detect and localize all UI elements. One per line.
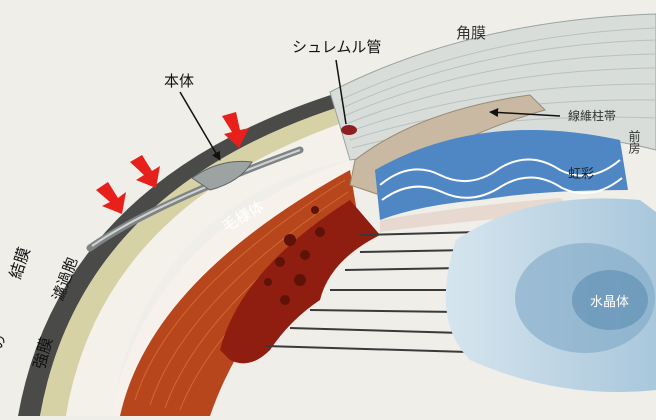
implant-body bbox=[191, 160, 253, 191]
conjunctiva-band bbox=[40, 106, 345, 416]
leader-trabecular bbox=[489, 107, 561, 117]
label-schlemm-canal: シュレムル管 bbox=[292, 38, 381, 56]
label-lens: 水晶体 bbox=[590, 295, 629, 310]
bleb-region bbox=[66, 122, 350, 416]
ciliary-dots bbox=[264, 206, 325, 305]
iris-waves bbox=[379, 158, 623, 201]
schlemm-canal-mark bbox=[341, 125, 357, 135]
red-arrows bbox=[96, 112, 249, 214]
implant-tube-highlight bbox=[91, 149, 301, 247]
red-arrow-2 bbox=[130, 155, 160, 188]
ciliary-body bbox=[120, 170, 360, 416]
iris bbox=[375, 130, 628, 220]
label-cornea: 角膜 bbox=[456, 24, 486, 42]
lens-core bbox=[572, 270, 648, 330]
leader-schlemm bbox=[335, 59, 347, 125]
label-trabecular-meshwork: 線維柱帯 bbox=[568, 108, 616, 123]
label-iris: 虹彩 bbox=[568, 167, 594, 182]
label-body: 本体 bbox=[164, 72, 194, 90]
label-anterior-chamber: 前房 bbox=[627, 129, 641, 154]
label-partial: の bbox=[0, 333, 9, 351]
red-arrow-3 bbox=[222, 112, 249, 148]
leader-body bbox=[179, 91, 221, 161]
red-arrow-1 bbox=[96, 182, 126, 214]
zonule-fibers bbox=[264, 231, 481, 353]
iris-posterior-edge bbox=[380, 198, 580, 232]
